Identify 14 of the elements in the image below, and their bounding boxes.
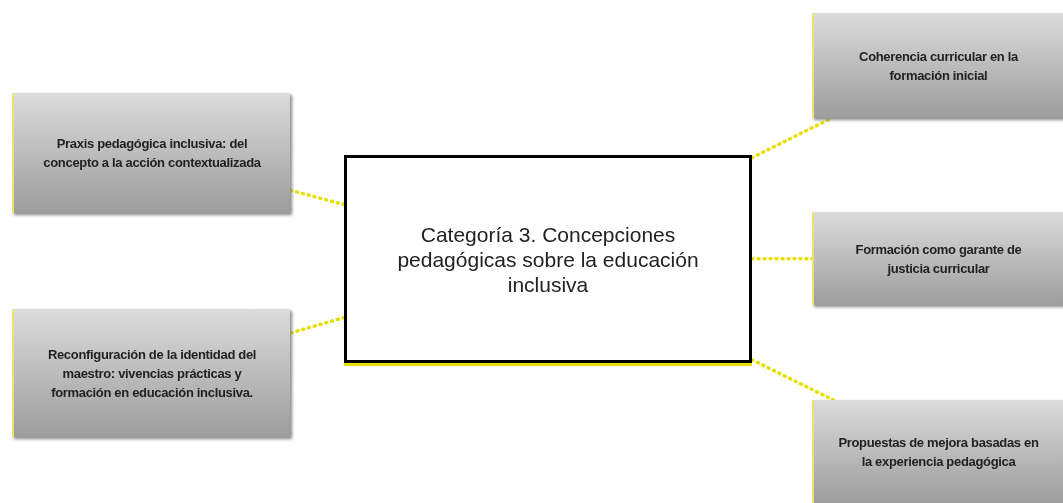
category-box xyxy=(344,155,752,363)
subcategory-box xyxy=(12,309,290,437)
dotted-connector xyxy=(750,358,836,402)
subcategory-label: Propuestas de mejora basadas en la experiencia pedagógica xyxy=(837,433,1040,471)
subcategory-box xyxy=(12,93,290,213)
subcategory-label: Reconfiguración de la identidad del maestro: vivencias prácticas y formación en educación inclusiva. xyxy=(46,345,258,402)
subcategory-box xyxy=(812,13,1063,118)
subcategory-label: Coherencia curricular en la formación inicial xyxy=(858,47,1020,85)
dotted-connector xyxy=(750,256,814,261)
subcategory-label: Praxis pedagógica inclusiva: del concepto a la acción contextualizada xyxy=(42,135,262,172)
subcategory-label: Formación como garante de justicia curricular xyxy=(854,240,1023,278)
subcategory-box xyxy=(812,400,1063,503)
category-title: Categoría 3. Concepciones pedagógicas sobre la educación inclusiva xyxy=(396,221,700,297)
subcategory-box xyxy=(812,212,1063,305)
